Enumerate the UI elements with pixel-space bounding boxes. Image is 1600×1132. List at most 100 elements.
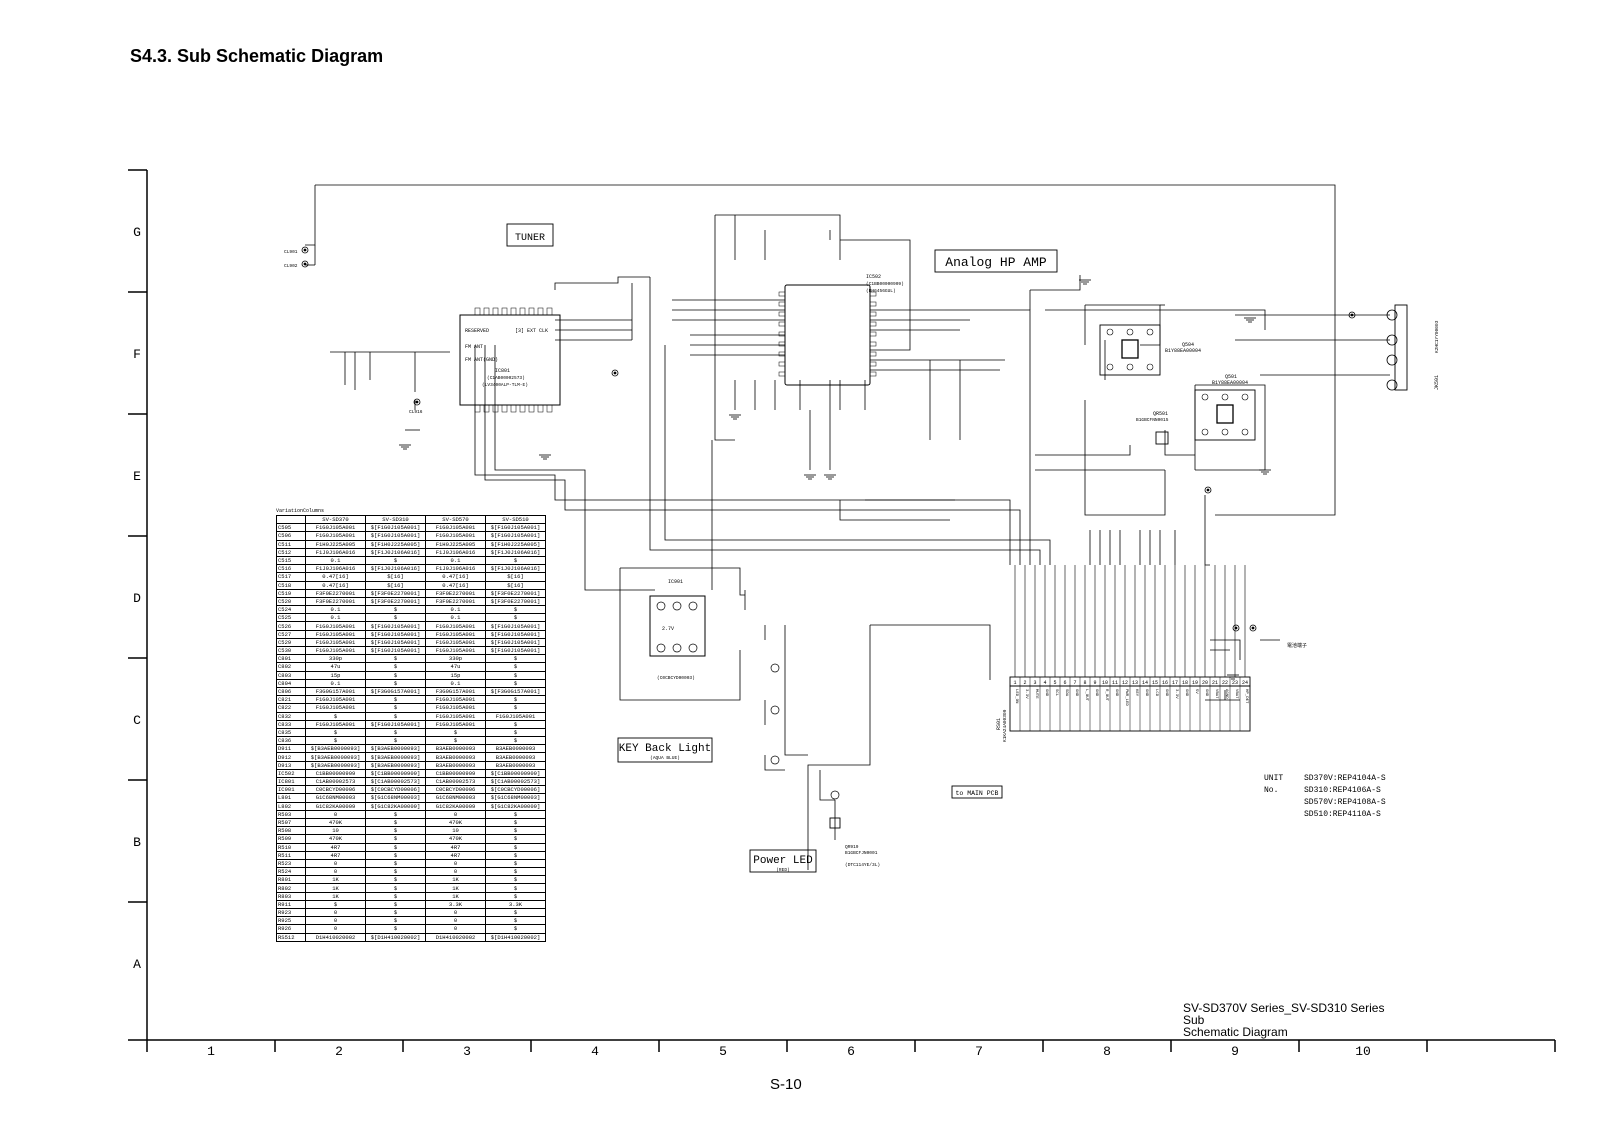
connector-signal: KEY: [1134, 689, 1138, 697]
table-cell: $: [365, 817, 426, 828]
table-cell: 3.3K: [425, 899, 486, 910]
table-cell: $: [305, 727, 366, 738]
table-cell: $[F1J0J106A016]: [365, 564, 426, 574]
table-cell-ref: R507: [276, 817, 306, 828]
qr501-transistor: QR501 B1GBCFNN0015: [1136, 411, 1169, 445]
page-title: S4.3. Sub Schematic Diagram: [130, 46, 384, 66]
table-cell: 15p: [305, 670, 366, 680]
table-cell: $: [485, 817, 546, 828]
table-header: SV-SD310: [365, 514, 426, 525]
table-cell-ref: D911: [276, 744, 306, 754]
table-cell: F1G0J105A001: [425, 621, 486, 631]
table-cell-ref: D913: [276, 760, 306, 770]
connector-pin-number: 24: [1242, 680, 1248, 686]
ic-pin: [778, 341, 786, 347]
table-cell-ref: R523: [276, 858, 306, 869]
connector-pin-number: 6: [1063, 680, 1066, 686]
table-cell: F3F0E2270001: [305, 596, 366, 607]
table-cell: 4R7: [305, 850, 366, 860]
ic-pin: [519, 307, 526, 316]
table-cell: $: [485, 736, 546, 746]
ic-pin: [474, 404, 481, 413]
col-label: 8: [1103, 1044, 1111, 1059]
table-cell: F1H0J225A005: [425, 539, 486, 549]
row-label: A: [133, 957, 141, 972]
table-cell: C1AB00002573: [305, 776, 366, 787]
to-main-pcb-label: to MAIN PCB: [956, 790, 999, 797]
ic901-part: (C0CBCYD00003): [657, 675, 695, 681]
table-cell: $[F1G0J105A001]: [485, 637, 546, 648]
table-cell: F1G0J105A001: [425, 719, 486, 729]
table-cell: $: [485, 662, 546, 672]
table-cell: $: [365, 654, 426, 664]
table-cell: G1C82KA00009: [305, 801, 366, 811]
col-label: 7: [975, 1044, 983, 1059]
table-cell-ref: IC901: [276, 785, 306, 795]
table-cell: F3F0E2270001: [425, 588, 486, 598]
table-cell: $[D1H410020002]: [365, 932, 426, 942]
table-cell: F1G0J105A001: [305, 523, 366, 533]
cl901-label: CL901: [284, 249, 298, 255]
ic-pin: [492, 404, 499, 413]
table-cell: F1G0J105A001: [425, 637, 486, 648]
table-cell: $: [485, 916, 546, 926]
table-cell-ref: C836: [276, 736, 306, 746]
ic-pin: [869, 311, 877, 317]
table-cell-ref: C803: [276, 670, 306, 680]
q504-part: B1Y88EA00004: [1165, 348, 1201, 354]
table-cell: $[F1G0J105A001]: [365, 621, 426, 631]
table-cell: 1K: [305, 883, 366, 893]
ic-pin: [778, 301, 786, 307]
q501-transistor: Q501 B1Y88EA00004: [1194, 374, 1256, 441]
connector-signal: GND: [1074, 689, 1078, 697]
tuner-label: TUNER: [515, 233, 545, 244]
connector-pin-number: 5: [1053, 680, 1056, 686]
ic901-ref: IC901: [668, 579, 683, 585]
table-cell: 47u: [305, 662, 366, 672]
table-cell-ref: C527: [276, 629, 306, 639]
table-cell: $: [485, 613, 546, 623]
connector-pin-number: 13: [1132, 680, 1138, 686]
connector-pin-number: 2: [1023, 680, 1026, 686]
table-cell: $[F1G0J105A001]: [365, 719, 426, 729]
connector-signal: VBAT: [1234, 689, 1238, 699]
table-cell: $: [365, 834, 426, 844]
table-cell: $: [365, 842, 426, 852]
table-cell: $[16]: [365, 572, 426, 582]
analog-hp-amp-label: Analog HP AMP: [945, 255, 1047, 270]
table-cell: $: [485, 907, 546, 918]
table-cell: 0: [425, 867, 486, 877]
variation-table: SV-SD370 SV-SD310 SV-SD570 SV-SD510 C505…: [276, 514, 546, 942]
unit-no-row: SD310:REP4106A-S: [1304, 786, 1381, 795]
table-cell: F1G0J105A001: [425, 531, 486, 541]
connector-pin-number: 17: [1172, 680, 1178, 686]
connector-pin-number: 3: [1033, 680, 1036, 686]
table-cell: $: [485, 858, 546, 869]
table-cell-ref: R911: [276, 899, 306, 910]
table-cell: C1BB00000909: [305, 768, 366, 779]
ic-pin: [869, 321, 877, 327]
ic-pin: [528, 404, 535, 413]
table-cell-ref: C515: [276, 555, 306, 566]
table-cell: $[F1G0J105A001]: [485, 629, 546, 639]
ic502-name: (BH6456GUL): [866, 288, 896, 294]
ic801-ext-clk: [3] EXT CLK: [515, 328, 548, 334]
connector-signal: SDA: [1064, 689, 1068, 697]
table-cell-ref: C519: [276, 588, 306, 598]
table-cell: $: [365, 858, 426, 869]
table-cell: B3AEB0000093: [425, 760, 486, 770]
ic-pin: [510, 307, 517, 316]
connector-pin-number: 10: [1102, 680, 1108, 686]
ic801-ref: IC801: [495, 368, 510, 374]
